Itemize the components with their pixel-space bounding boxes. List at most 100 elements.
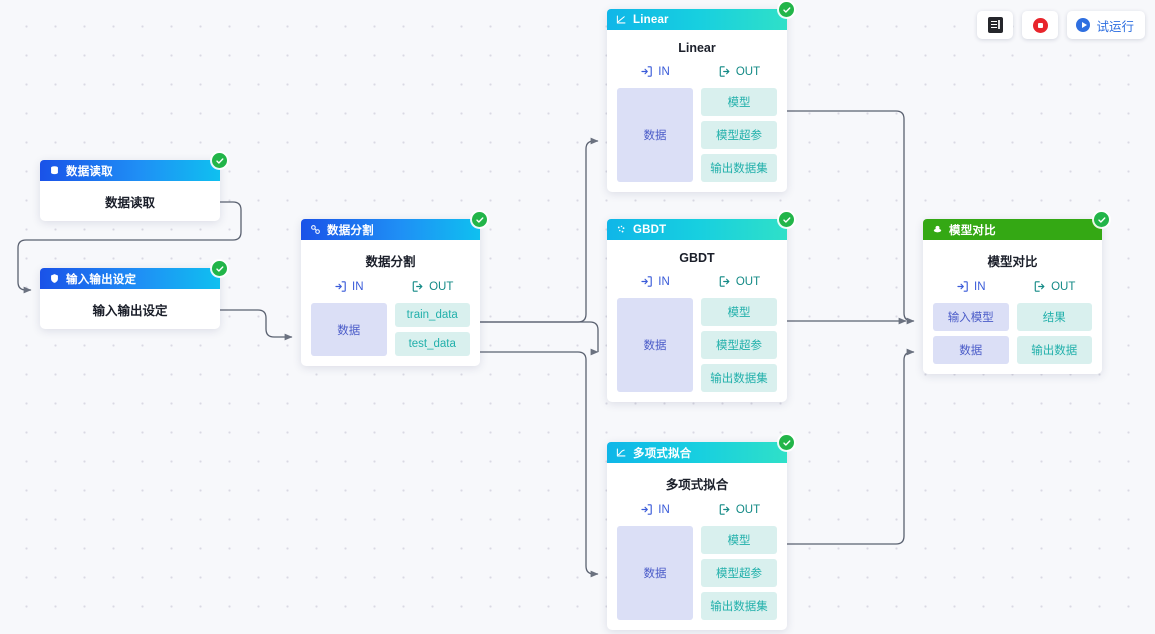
- node-header-label: 输入输出设定: [66, 273, 137, 286]
- toolbar: 试运行: [977, 11, 1145, 39]
- out-port-header: OUT: [1017, 280, 1093, 298]
- port-out-dataset[interactable]: 输出数据集: [701, 154, 777, 182]
- node-header-label: 模型对比: [949, 224, 996, 237]
- stop-button[interactable]: [1022, 11, 1059, 39]
- out-icon: [719, 66, 730, 77]
- node-model-compare[interactable]: 模型对比 模型对比 IN 输入模型 数据: [923, 212, 1109, 374]
- linear-chart-icon: [616, 14, 627, 25]
- node-ports: IN 数据 OUT 模型 模型超参 输出数据集: [607, 65, 787, 192]
- status-badge: [472, 212, 487, 227]
- document-icon: [987, 17, 1003, 33]
- port-in-data[interactable]: 数据: [617, 526, 693, 620]
- node-header: 数据分割: [301, 219, 480, 240]
- node-ports: IN 数据 OUT 模型 模型超参 输出数据集: [607, 275, 787, 402]
- in-port-header: IN: [617, 65, 693, 83]
- port-out-model[interactable]: 模型: [701, 298, 777, 326]
- status-badge: [1094, 212, 1109, 227]
- edge-train-to-linear: [480, 137, 599, 323]
- status-badge: [779, 2, 794, 17]
- node-io-setting[interactable]: 输入输出设定 输入输出设定: [40, 261, 227, 329]
- port-out-train-data[interactable]: train_data: [394, 303, 470, 327]
- node-data-split[interactable]: 数据分割 数据分割 IN 数据: [301, 212, 487, 366]
- output-ports: OUT 模型 模型超参 输出数据集: [701, 65, 777, 182]
- edge-test-to-poly: [480, 351, 599, 578]
- node-title: 数据读取: [104, 196, 155, 210]
- scatter-icon: [616, 224, 627, 235]
- node-gbdt[interactable]: GBDT GBDT IN 数据: [607, 212, 794, 402]
- in-port-header: IN: [617, 275, 693, 293]
- port-out-hyperparams[interactable]: 模型超参: [701, 121, 777, 149]
- trial-run-label: 试运行: [1096, 19, 1134, 34]
- node-linear[interactable]: Linear Linear IN 数据: [607, 2, 794, 192]
- out-label: OUT: [429, 280, 454, 293]
- node-title: GBDT: [679, 251, 715, 265]
- out-icon: [1034, 281, 1045, 292]
- input-ports: IN 输入模型 数据: [933, 280, 1009, 364]
- out-label: OUT: [1051, 280, 1076, 293]
- port-in-data[interactable]: 数据: [933, 336, 1009, 364]
- input-ports: IN 数据: [617, 503, 693, 620]
- out-port-header: OUT: [701, 503, 777, 521]
- log-button[interactable]: [977, 11, 1014, 39]
- node-header: Linear: [607, 9, 787, 30]
- in-icon: [957, 281, 968, 292]
- node-data-read[interactable]: 数据读取 数据读取: [40, 153, 227, 221]
- trial-run-button[interactable]: 试运行: [1067, 11, 1145, 39]
- out-port-header: OUT: [701, 275, 777, 293]
- port-out-dataset[interactable]: 输出数据集: [701, 592, 777, 620]
- output-ports: OUT train_data test_data: [394, 280, 470, 356]
- out-label: OUT: [735, 275, 761, 288]
- port-out-result[interactable]: 结果: [1016, 303, 1092, 331]
- port-in-data[interactable]: 数据: [617, 88, 693, 182]
- stop-record-icon: [1032, 17, 1048, 33]
- node-header: GBDT: [607, 219, 787, 240]
- split-icon: [310, 224, 321, 235]
- out-label: OUT: [735, 65, 761, 78]
- node-header: 模型对比: [923, 219, 1102, 240]
- database-icon: [49, 165, 60, 176]
- port-in-data[interactable]: 数据: [617, 298, 693, 392]
- status-badge: [779, 212, 794, 227]
- out-label: OUT: [735, 503, 761, 516]
- port-out-data[interactable]: 输出数据: [1016, 336, 1092, 364]
- port-out-hyperparams[interactable]: 模型超参: [701, 331, 777, 359]
- port-out-test-data[interactable]: test_data: [394, 332, 470, 356]
- out-icon: [719, 276, 730, 287]
- node-title: 多项式拟合: [665, 478, 729, 492]
- node-poly-fit[interactable]: 多项式拟合 多项式拟合 IN 数据: [607, 435, 794, 630]
- compare-icon: [932, 224, 943, 235]
- edge-io-to-split: [220, 309, 293, 341]
- in-label: IN: [352, 280, 364, 293]
- edge-train-to-gbdt: [480, 321, 602, 353]
- status-badge: [779, 435, 794, 450]
- in-icon: [641, 66, 653, 77]
- node-title: Linear: [678, 41, 716, 55]
- play-icon: [1076, 18, 1091, 32]
- input-ports: IN 数据: [617, 65, 693, 182]
- shield-icon: [49, 273, 60, 284]
- node-title: 输入输出设定: [92, 304, 168, 318]
- curve-chart-icon: [616, 447, 627, 458]
- out-icon: [719, 504, 730, 515]
- node-header-label: Linear: [633, 13, 669, 26]
- output-ports: OUT 结果 输出数据: [1016, 280, 1093, 364]
- out-icon: [412, 281, 423, 292]
- port-out-dataset[interactable]: 输出数据集: [701, 364, 777, 392]
- port-in-model[interactable]: 输入模型: [933, 303, 1009, 331]
- input-ports: IN 数据: [311, 280, 387, 356]
- node-title: 数据分割: [365, 255, 416, 269]
- status-badge: [212, 261, 227, 276]
- output-ports: OUT 模型 模型超参 输出数据集: [701, 503, 777, 620]
- in-port-header: IN: [933, 280, 1009, 298]
- port-out-model[interactable]: 模型: [701, 88, 777, 116]
- node-header: 输入输出设定: [40, 268, 220, 289]
- in-label: IN: [974, 280, 986, 293]
- node-header-label: 数据读取: [66, 165, 113, 178]
- node-ports: IN 数据 OUT train_data test_data: [301, 280, 480, 366]
- port-in-data[interactable]: 数据: [311, 303, 387, 356]
- in-label: IN: [658, 275, 670, 288]
- port-out-model[interactable]: 模型: [701, 526, 777, 554]
- out-port-header: OUT: [701, 65, 777, 83]
- port-out-hyperparams[interactable]: 模型超参: [701, 559, 777, 587]
